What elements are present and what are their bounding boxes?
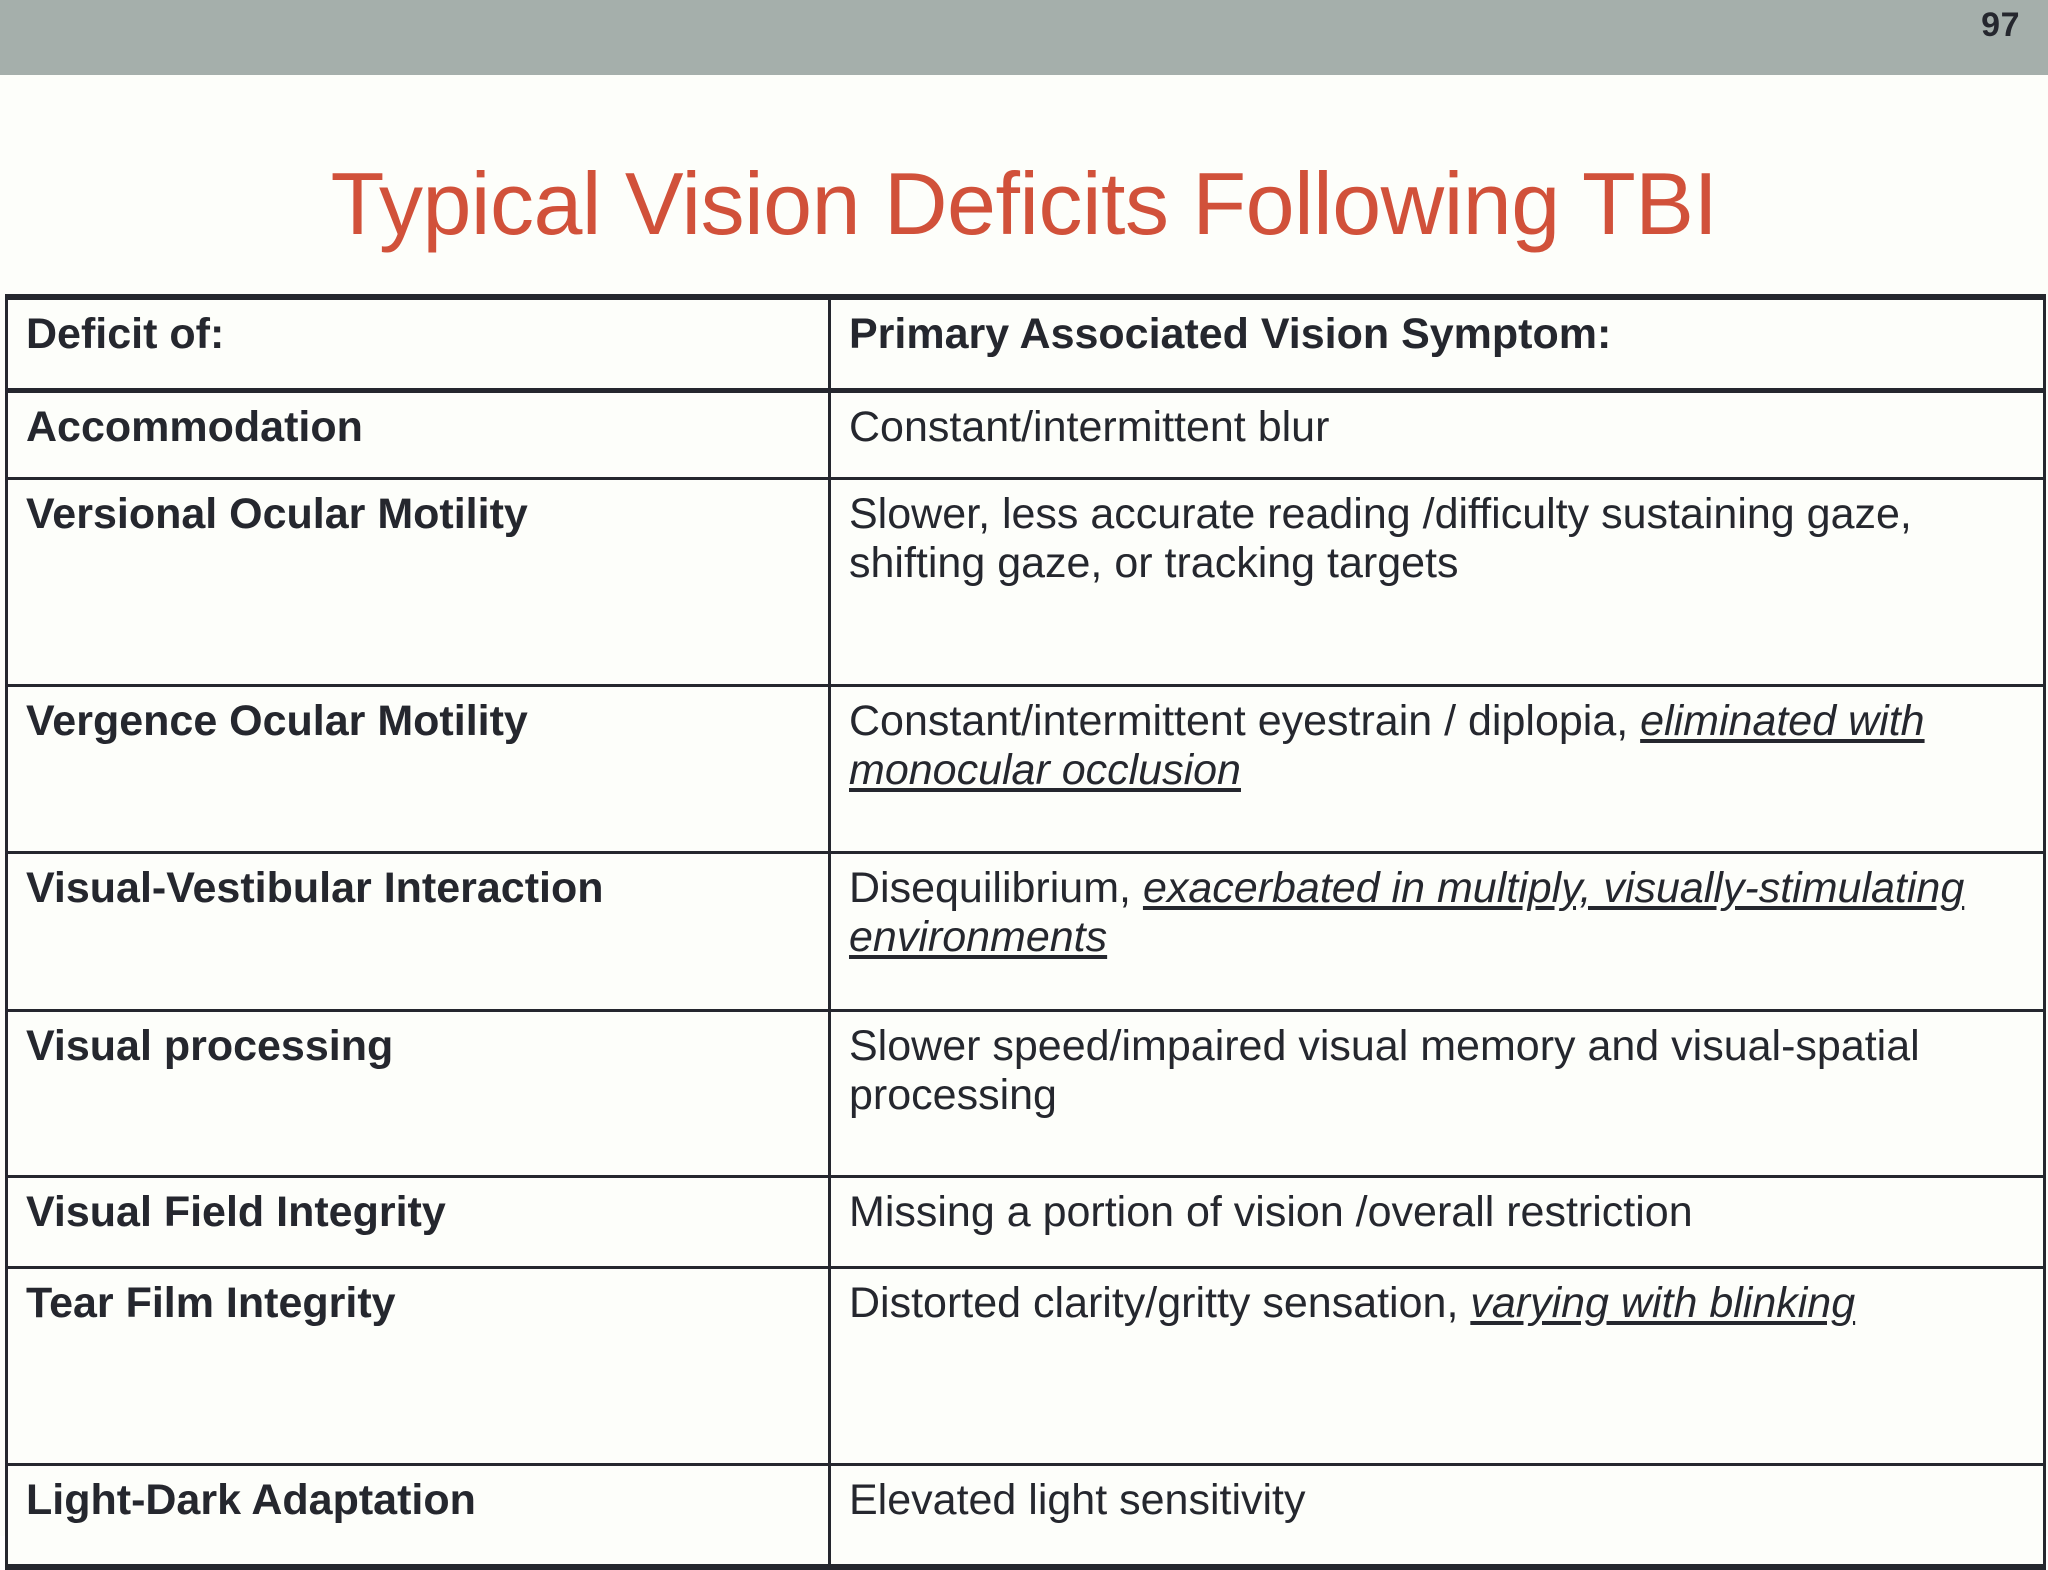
- symptom-plain-text: Constant/intermittent blur: [849, 403, 1330, 451]
- deficit-cell: Tear Film Integrity: [5, 1266, 831, 1466]
- symptom-plain-text: Distorted clarity/gritty sensation,: [849, 1279, 1471, 1327]
- deficit-cell: Versional Ocular Motility: [5, 477, 831, 687]
- deficit-cell: Light-Dark Adaptation: [5, 1463, 831, 1569]
- symptom-cell: Missing a portion of vision /overall res…: [828, 1175, 2046, 1269]
- page-number: 97: [1981, 6, 2020, 44]
- deficit-cell: Visual processing: [5, 1009, 831, 1178]
- table-row: Accommodation Constant/intermittent blur: [5, 389, 2046, 480]
- column-header-symptom: Primary Associated Vision Symptom:: [828, 295, 2046, 393]
- symptom-plain-text: Disequilibrium,: [849, 864, 1143, 912]
- symptom-cell: Elevated light sensitivity: [828, 1463, 2046, 1569]
- symptom-plain-text: Slower, less accurate reading /difficult…: [849, 490, 1912, 588]
- symptom-cell: Slower speed/impaired visual memory and …: [828, 1009, 2046, 1178]
- table-row: Light-Dark Adaptation Elevated light sen…: [5, 1463, 2046, 1569]
- symptom-cell: Disequilibrium, exacerbated in multiply,…: [828, 851, 2046, 1012]
- vision-deficits-table: Deficit of: Primary Associated Vision Sy…: [5, 294, 2046, 1570]
- table-row: Visual Field Integrity Missing a portion…: [5, 1175, 2046, 1269]
- table-row: Versional Ocular Motility Slower, less a…: [5, 477, 2046, 687]
- symptom-emphasis-text: varying with blinking: [1470, 1279, 1856, 1327]
- symptom-cell: Distorted clarity/gritty sensation, vary…: [828, 1266, 2046, 1466]
- table-row: Tear Film Integrity Distorted clarity/gr…: [5, 1266, 2046, 1466]
- table-header-row: Deficit of: Primary Associated Vision Sy…: [5, 295, 2046, 393]
- symptom-plain-text: Constant/intermittent eyestrain / diplop…: [849, 697, 1641, 745]
- table-row: Visual-Vestibular Interaction Disequilib…: [5, 851, 2046, 1012]
- top-banner: 97: [0, 0, 2048, 75]
- symptom-cell: Constant/intermittent eyestrain / diplop…: [828, 684, 2046, 854]
- symptom-plain-text: Slower speed/impaired visual memory and …: [849, 1022, 1920, 1120]
- deficit-cell: Visual Field Integrity: [5, 1175, 831, 1269]
- table-row: Visual processing Slower speed/impaired …: [5, 1009, 2046, 1178]
- column-header-deficit: Deficit of:: [5, 295, 831, 393]
- symptom-emphasis-text: eliminated with monocular occlusion: [849, 697, 1925, 795]
- table-body: Deficit of: Primary Associated Vision Sy…: [5, 295, 2046, 1569]
- symptom-plain-text: Elevated light sensitivity: [849, 1476, 1306, 1524]
- deficit-cell: Vergence Ocular Motility: [5, 684, 831, 854]
- symptom-cell: Constant/intermittent blur: [828, 389, 2046, 480]
- symptom-cell: Slower, less accurate reading /difficult…: [828, 477, 2046, 687]
- deficit-cell: Accommodation: [5, 389, 831, 480]
- deficit-cell: Visual-Vestibular Interaction: [5, 851, 831, 1012]
- symptom-plain-text: Missing a portion of vision /overall res…: [849, 1188, 1693, 1236]
- table-row: Vergence Ocular Motility Constant/interm…: [5, 684, 2046, 854]
- symptom-emphasis-text: exacerbated in multiply, visually-stimul…: [849, 864, 1965, 962]
- page-title: Typical Vision Deficits Following TBI: [330, 154, 1718, 253]
